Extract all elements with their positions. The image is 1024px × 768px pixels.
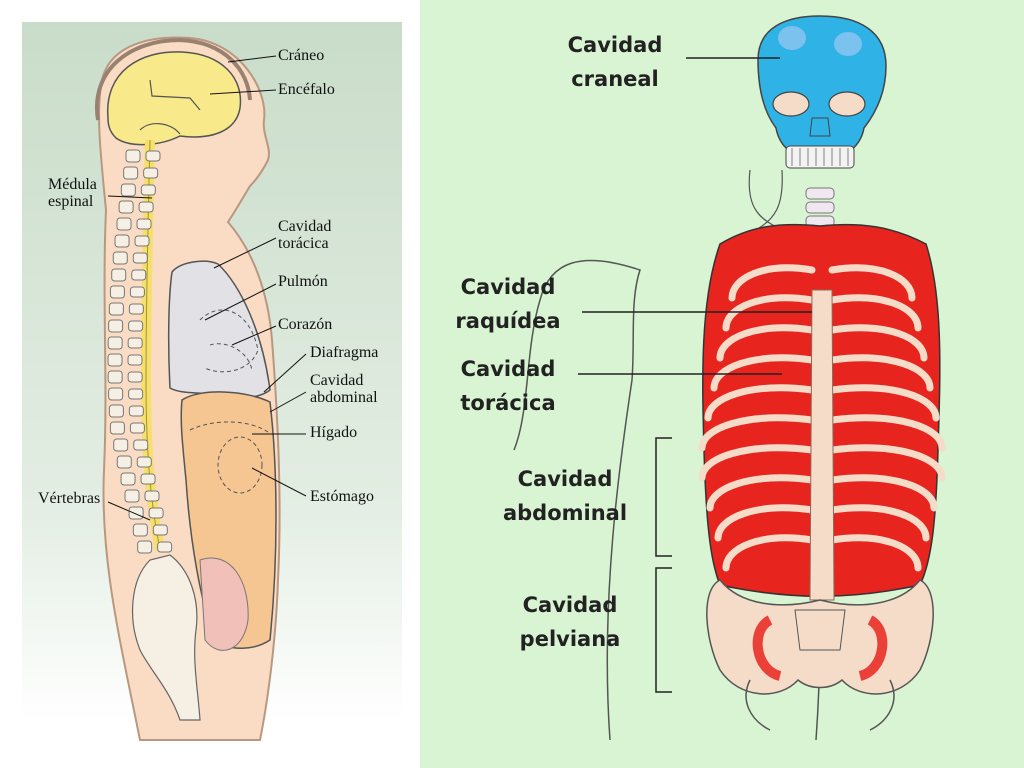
label-cavidad-craneal-line2: craneal xyxy=(571,67,659,91)
label-cavidad-abdominal-frontal: Cavidad abdominal xyxy=(480,462,650,530)
label-cavidad-toracica-frontal: Cavidad torácica xyxy=(440,352,576,420)
stomach xyxy=(217,436,263,494)
pelvic-organs xyxy=(199,557,249,651)
label-higado: Hígado xyxy=(310,424,358,441)
right-leader-lines xyxy=(578,57,812,693)
pelvis-bone xyxy=(132,554,201,721)
label-cavidad-raquidea-line2: raquídea xyxy=(455,309,561,333)
label-cavidad-pelviana-line1: Cavidad xyxy=(522,593,618,617)
label-pulmon: Pulmón xyxy=(278,273,328,290)
label-vertebras: Vértebras xyxy=(38,490,101,507)
label-cavidad-abdominal-line2: abdominal xyxy=(310,389,378,406)
label-cavidad-raquidea-line1: Cavidad xyxy=(460,275,556,299)
skull xyxy=(757,15,887,161)
label-cavidad-abdominal-frontal-line2: abdominal xyxy=(502,501,628,525)
vertebrae xyxy=(107,149,173,554)
label-cavidad-abdominal: Cavidad abdominal xyxy=(310,372,378,406)
frontal-skeleton-illustration xyxy=(513,15,946,741)
heart xyxy=(209,343,253,371)
label-medula: Médula espinal xyxy=(48,176,97,210)
label-cavidad-abdominal-line1: Cavidad xyxy=(310,372,364,389)
label-medula-line2: espinal xyxy=(48,193,94,210)
jaw xyxy=(785,145,855,169)
sacrum xyxy=(794,609,846,651)
label-medula-line1: Médula xyxy=(48,176,97,193)
label-cavidad-toracica-line2: torácica xyxy=(278,235,329,252)
brain xyxy=(107,51,242,146)
right-eye-socket xyxy=(828,91,866,117)
label-diafragma: Diafragma xyxy=(310,344,379,361)
label-corazon: Corazón xyxy=(278,316,333,333)
ribs xyxy=(698,264,946,572)
spinal-column xyxy=(809,289,835,601)
label-craneo: Cráneo xyxy=(278,47,325,64)
liver xyxy=(189,421,269,433)
skull-outline xyxy=(94,37,252,121)
label-estomago: Estómago xyxy=(310,488,374,505)
label-cavidad-toracica: Cavidad torácica xyxy=(278,218,331,252)
label-cavidad-pelviana: Cavidad pelviana xyxy=(490,588,650,656)
left-eye-socket xyxy=(772,91,810,117)
label-cavidad-pelviana-line2: pelviana xyxy=(519,627,621,651)
label-cavidad-toracica-frontal-line1: Cavidad xyxy=(460,357,556,381)
label-cavidad-toracica-line1: Cavidad xyxy=(278,218,332,235)
lateral-body-illustration xyxy=(22,22,402,741)
label-cavidad-toracica-frontal-line2: torácica xyxy=(460,391,556,415)
label-cavidad-raquidea: Cavidad raquídea xyxy=(438,270,578,338)
label-encefalo: Encéfalo xyxy=(278,81,335,98)
frontal-body-cavities-diagram: Cavidad craneal Cavidad raquídea Cavidad… xyxy=(420,0,1024,768)
label-cavidad-abdominal-frontal-line1: Cavidad xyxy=(517,467,613,491)
label-cavidad-craneal: Cavidad craneal xyxy=(550,28,680,96)
label-cavidad-craneal-line1: Cavidad xyxy=(567,33,663,57)
lateral-body-cavities-diagram: Cráneo Encéfalo Médula espinal Cavidad t… xyxy=(0,0,420,768)
left-leader-lines xyxy=(107,55,307,521)
